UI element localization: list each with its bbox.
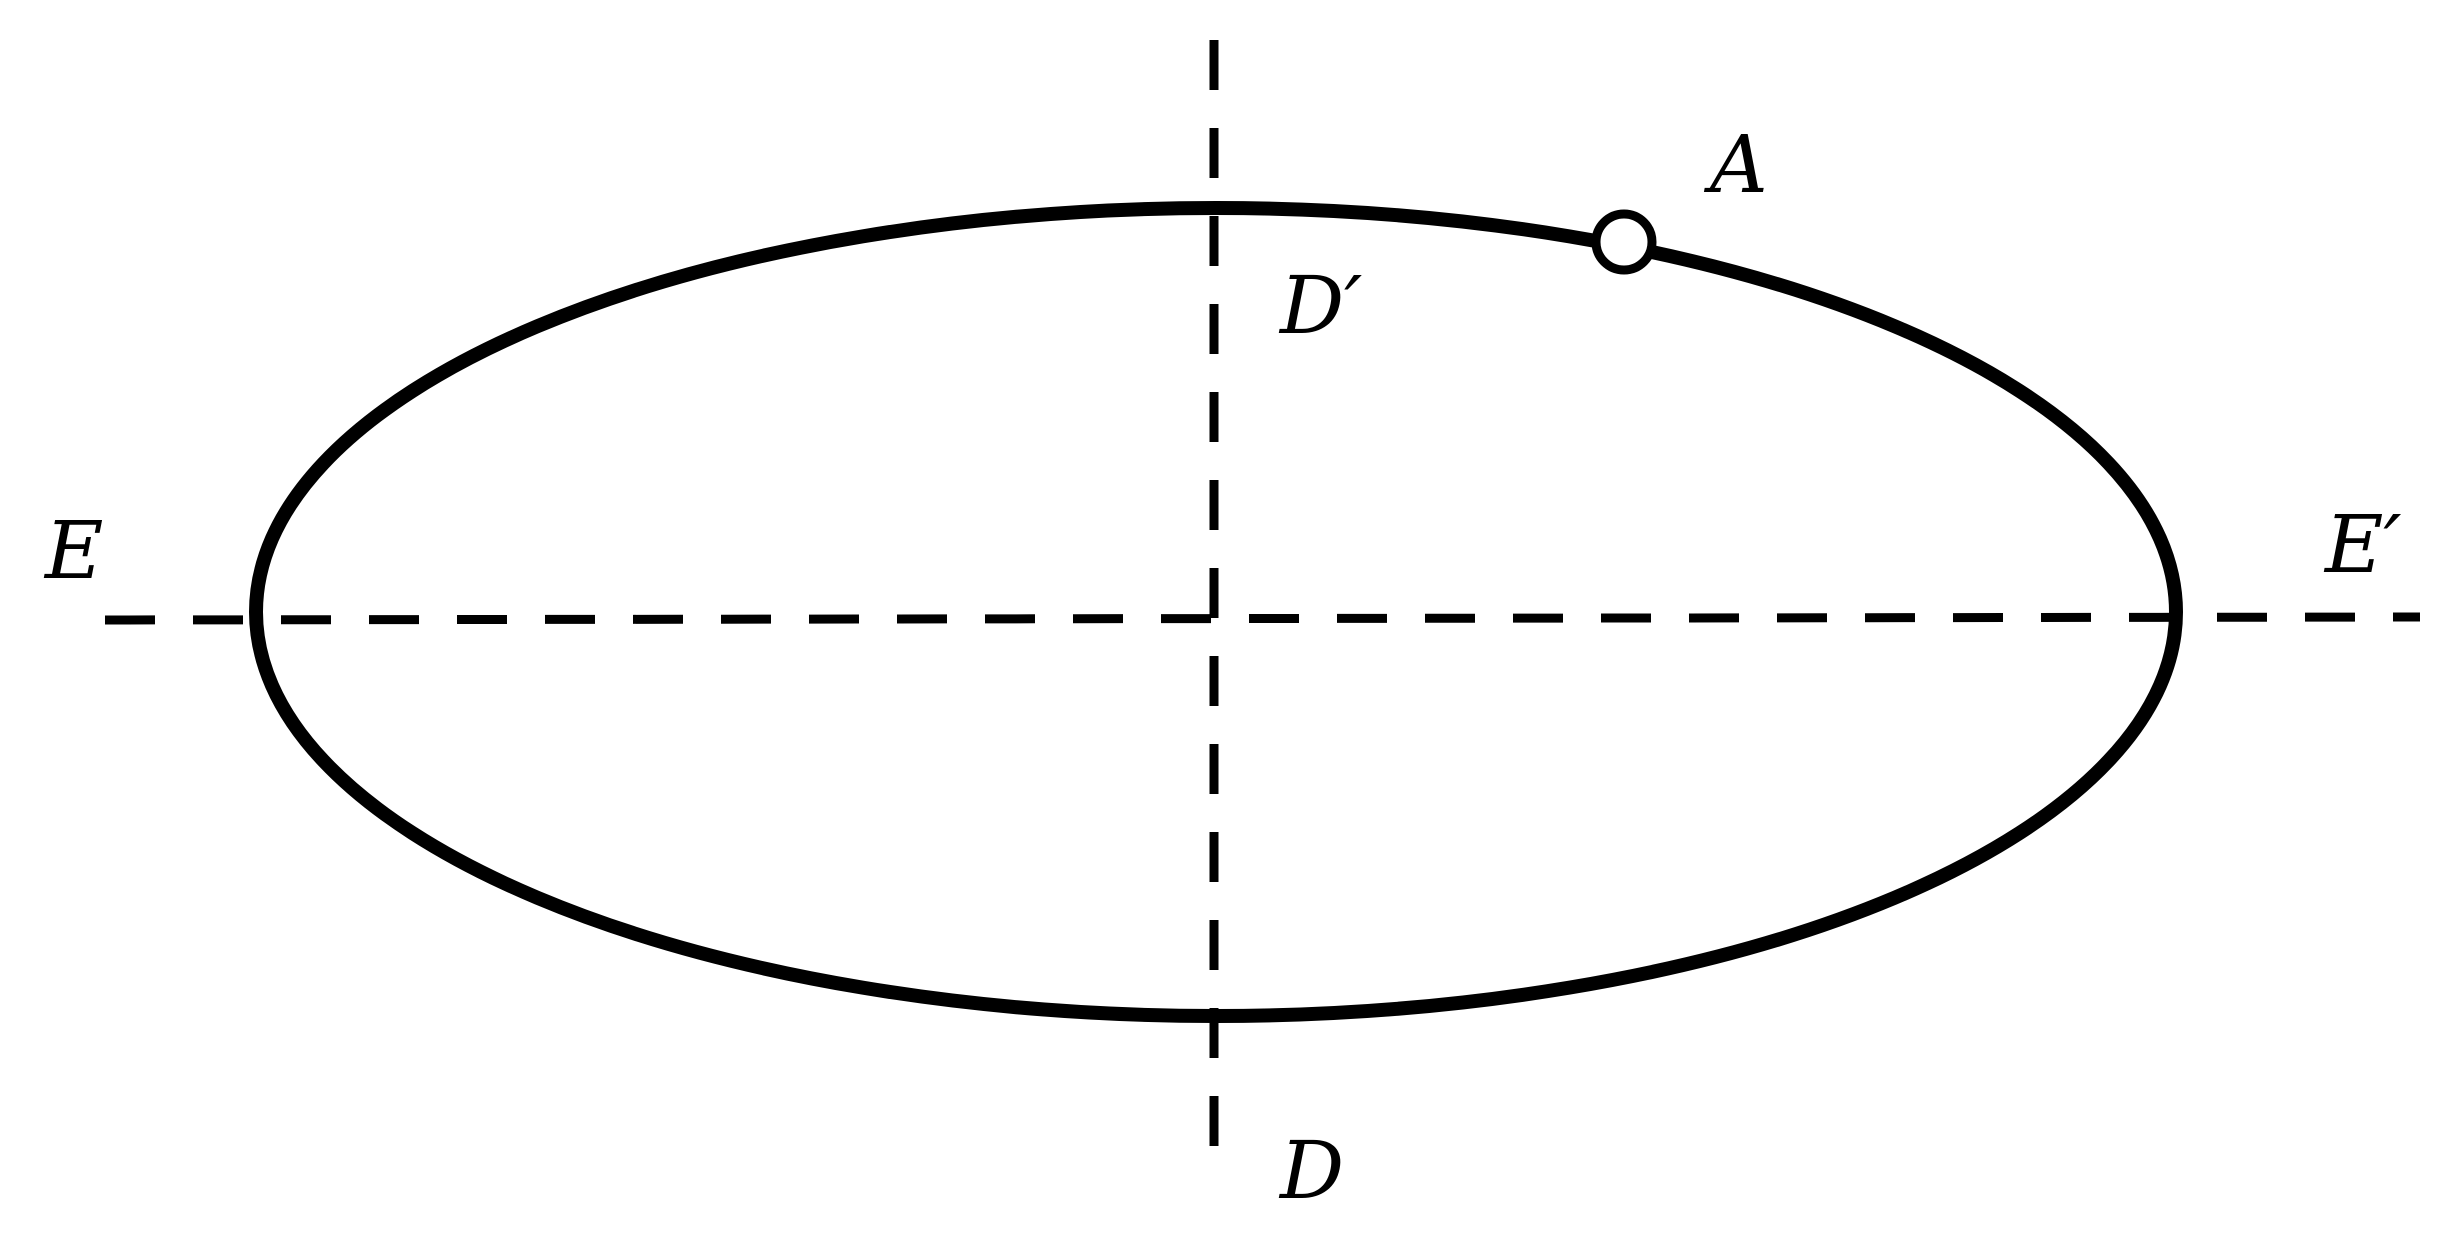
label-a: A [1703,118,1768,211]
label-e-prime: E′ [2323,498,2402,591]
label-d-prime: D′ [1278,259,1362,352]
ellipse-curve [249,201,2183,1023]
horizontal-axis-dashed [104,612,2421,625]
label-d: D [1278,1124,1344,1217]
point-a-marker [1591,209,1657,275]
label-e: E [43,504,103,597]
